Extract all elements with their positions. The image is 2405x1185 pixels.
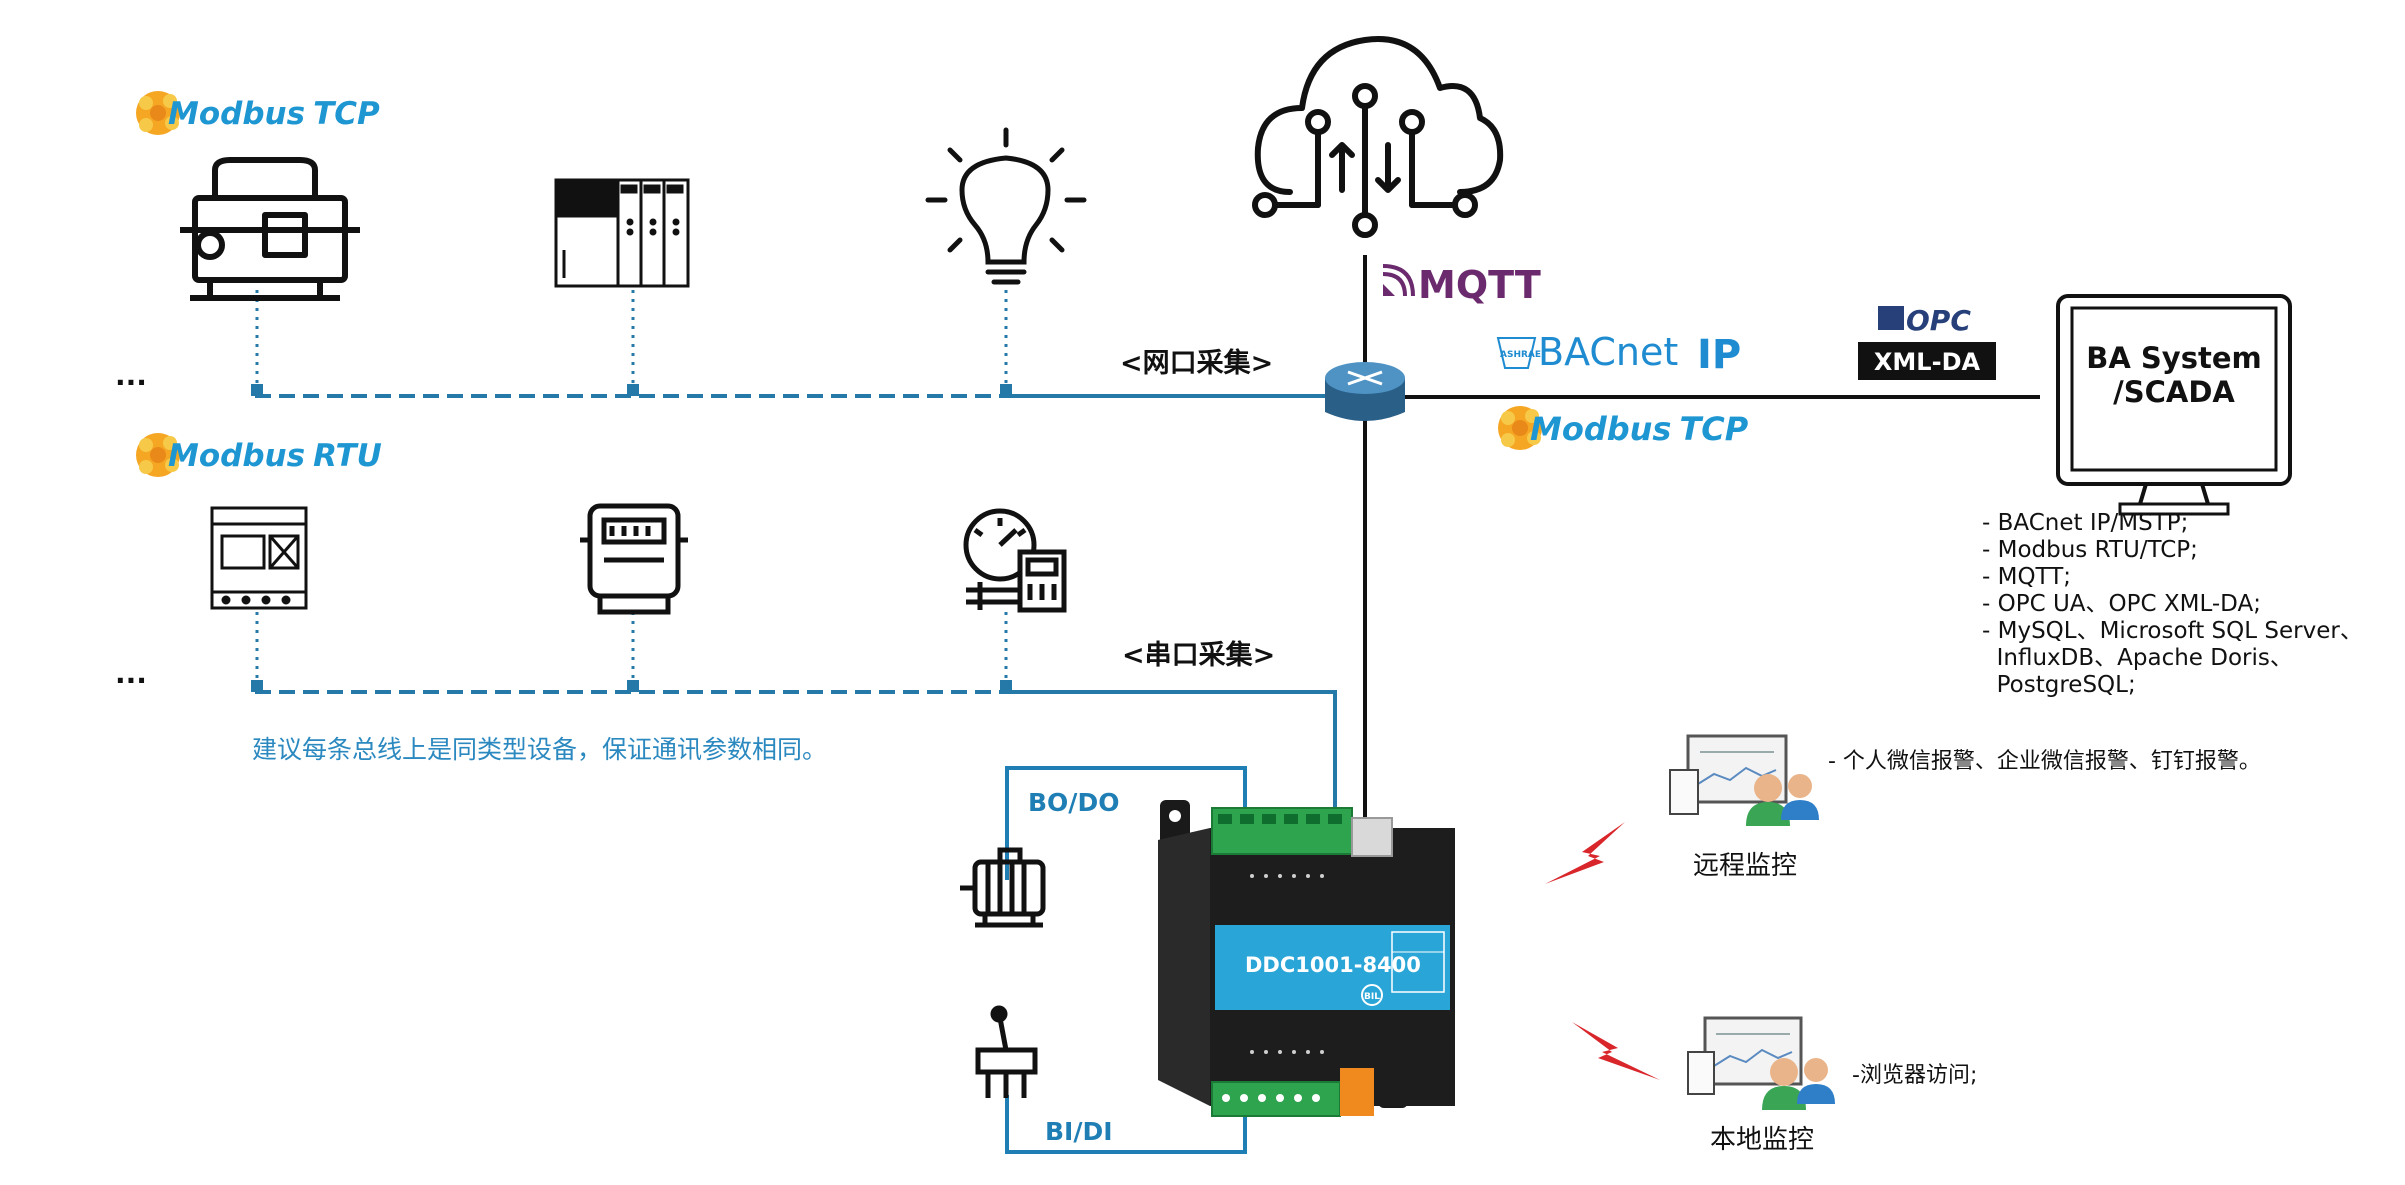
router-icon [1325, 362, 1405, 421]
svg-text:BIL: BIL [1364, 992, 1380, 1002]
serial-ellipsis: ··· [115, 664, 147, 697]
scada-monitor-icon: BA System /SCADA [2056, 294, 2292, 516]
toggle-switch-icon [975, 1005, 1038, 1098]
opc-xml-da-logo: OPC XML-DA [1858, 304, 1996, 380]
protocol-item: - Modbus RTU/TCP; [1982, 537, 2198, 563]
junction [1000, 384, 1012, 396]
protocol-item: - BACnet IP/MSTP; [1982, 510, 2188, 536]
din-meter-icon [210, 506, 308, 610]
remote-monitoring-label: 远程监控 [1693, 851, 1797, 881]
svg-text:BACnet: BACnet [1538, 330, 1678, 374]
svg-text:IP: IP [1697, 332, 1741, 378]
bi-di-label: BI/DI [1045, 1117, 1113, 1146]
local-monitoring-label: 本地监控 [1710, 1125, 1814, 1155]
remote-alarm-text: - 个人微信报警、企业微信报警、钉钉报警。 [1828, 749, 2261, 774]
local-monitoring-icon [1687, 1016, 1835, 1110]
scada-title-line2: /SCADA [2113, 375, 2235, 409]
bi-di-wire [1005, 1095, 1247, 1154]
network-collection-label: <网口采集> [1120, 347, 1273, 379]
motor-icon [960, 847, 1046, 928]
bo-do-wire [1005, 766, 1247, 880]
junction [627, 384, 639, 396]
wireless-lightning-icon [1545, 822, 1625, 884]
browser-access-note: -浏览器访问; [1852, 1063, 1977, 1088]
svg-text:MQTT: MQTT [1418, 263, 1541, 307]
light-bulb-icon [925, 127, 1087, 285]
svg-text:XML-DA: XML-DA [1874, 348, 1981, 376]
mqtt-logo: MQTT [1382, 263, 1541, 307]
bus-recommendation-note: 建议每条总线上是同类型设备，保证通讯参数相同。 [252, 735, 827, 764]
protocol-item: - MySQL、Microsoft SQL Server、 [1982, 618, 2363, 644]
bacnet-ip-logo: ASHRAE BACnet IP [1496, 330, 1741, 378]
iot-cloud-icon [1252, 36, 1504, 238]
protocol-list: - BACnet IP/MSTP; - Modbus RTU/TCP; - MQ… [1982, 510, 2363, 698]
junction [1000, 680, 1012, 692]
serial-collection-label: <串口采集> [1122, 639, 1275, 671]
plc-icon [554, 178, 690, 288]
protocol-item: - MQTT; [1982, 564, 2071, 590]
ddc-controller: DDC1001-8400 BIL [1158, 800, 1455, 1117]
svg-text:OPC: OPC [1906, 304, 1971, 337]
remote-monitoring-icon [1669, 734, 1819, 826]
controller-model-label: DDC1001-8400 [1245, 953, 1421, 977]
bo-do-label: BO/DO [1028, 788, 1119, 817]
svg-text:ASHRAE: ASHRAE [1500, 350, 1541, 360]
junction [627, 680, 639, 692]
energy-meter-icon [580, 503, 688, 615]
protocol-item: InfluxDB、Apache Doris、 [1982, 645, 2293, 671]
ethernet-ellipsis: ··· [115, 366, 147, 399]
protocol-item: - OPC UA、OPC XML-DA; [1982, 591, 2261, 617]
junction [251, 384, 263, 396]
protocol-item: PostgreSQL; [1982, 672, 2136, 698]
junction [251, 680, 263, 692]
chiller-icon [180, 157, 360, 301]
serial-bus-solid [1005, 690, 1337, 820]
pressure-gauge-icon [963, 508, 1067, 613]
scada-title-line1: BA System [2086, 341, 2261, 375]
wireless-lightning-icon [1572, 1022, 1660, 1080]
